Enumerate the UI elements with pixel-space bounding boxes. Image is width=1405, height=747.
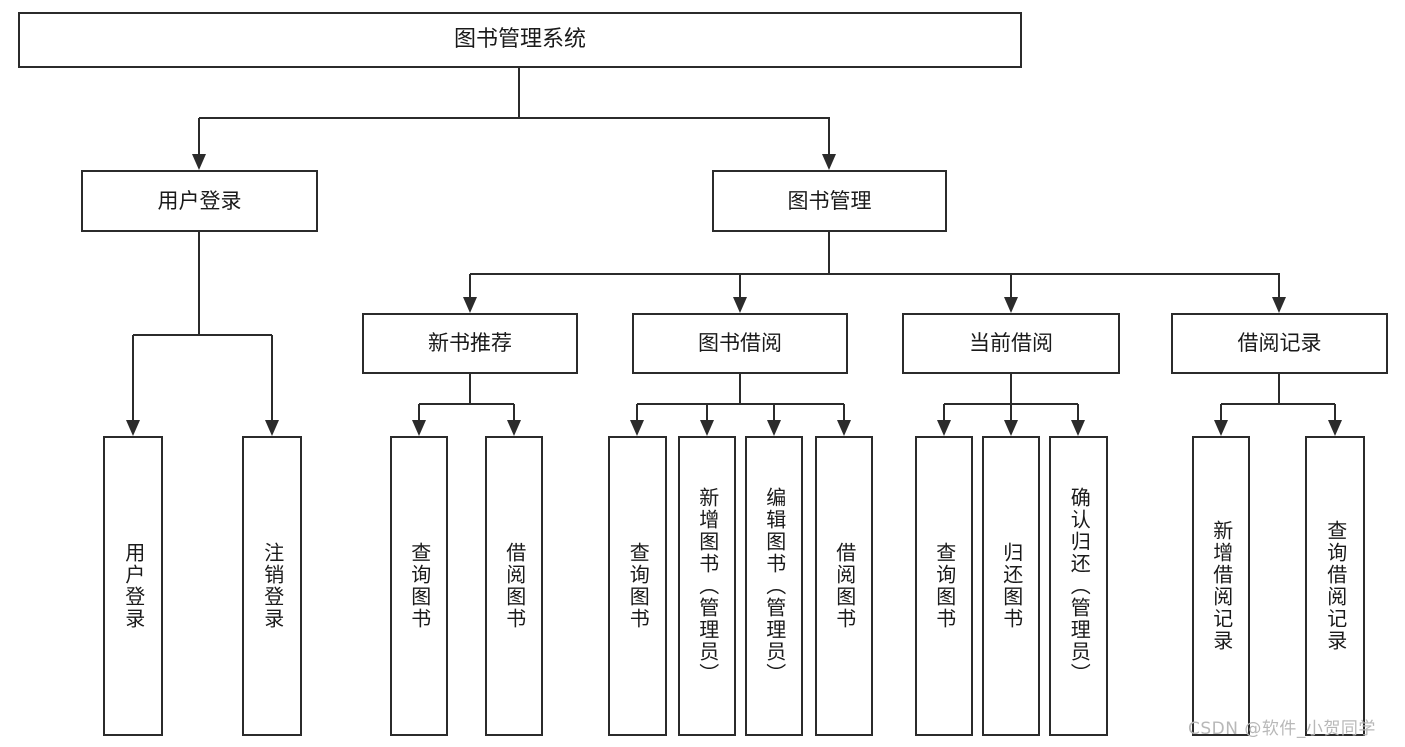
arrowhead-icon: [507, 420, 521, 436]
arrowhead-icon: [192, 154, 206, 170]
node-leaf-0[interactable]: 用户登录: [103, 436, 163, 736]
group-drop-5: [842, 404, 846, 420]
node-label: 编辑图书（管理员）: [762, 487, 787, 685]
node-label: 新增借阅记录: [1209, 520, 1234, 652]
node-leaf-2[interactable]: 查询图书: [390, 436, 448, 736]
node-label: 用户登录: [121, 542, 146, 630]
node-leaf-4[interactable]: 查询图书: [608, 436, 667, 736]
root-stem: [517, 68, 521, 118]
node-label: 查询图书: [932, 542, 957, 630]
node-label: 当前借阅: [969, 331, 1053, 356]
node-label: 借阅记录: [1237, 331, 1322, 356]
node-label: 确认归还（管理员）: [1067, 487, 1092, 685]
group-bus-0: [419, 402, 514, 406]
group-drop-3: [705, 404, 709, 420]
group-drop-9: [1219, 404, 1223, 420]
manage-stem: [827, 232, 831, 274]
node-label: 查询图书: [407, 542, 432, 630]
node-leaf-11[interactable]: 新增借阅记录: [1192, 436, 1250, 736]
group-stem-0: [468, 374, 472, 404]
node-label: 图书管理系统: [453, 27, 586, 53]
node-label: 借阅图书: [832, 542, 857, 630]
node-label: 归还图书: [999, 542, 1024, 630]
arrowhead-icon: [1004, 297, 1018, 313]
node-leaf-6[interactable]: 编辑图书（管理员）: [745, 436, 803, 736]
node-leaf-10[interactable]: 确认归还（管理员）: [1049, 436, 1108, 736]
arrowhead-icon: [1272, 297, 1286, 313]
arrowhead-icon: [265, 420, 279, 436]
node-level3-2[interactable]: 当前借阅: [902, 313, 1120, 374]
arrowhead-icon: [1214, 420, 1228, 436]
node-label: 用户登录: [157, 188, 242, 213]
login-bus: [133, 333, 272, 337]
login-drop-1: [270, 335, 274, 420]
group-stem-2: [1009, 374, 1013, 404]
node-level3-1[interactable]: 图书借阅: [632, 313, 848, 374]
node-label: 新书推荐: [428, 331, 512, 356]
group-drop-0: [417, 404, 421, 420]
group-drop-1: [512, 404, 516, 420]
node-leaf-9[interactable]: 归还图书: [982, 436, 1040, 736]
arrowhead-icon: [630, 420, 644, 436]
node-label: 借阅图书: [502, 542, 527, 630]
group-drop-4: [772, 404, 776, 420]
node-leaf-7[interactable]: 借阅图书: [815, 436, 873, 736]
arrowhead-icon: [463, 297, 477, 313]
node-leaf-3[interactable]: 借阅图书: [485, 436, 543, 736]
arrowhead-icon: [412, 420, 426, 436]
group-bus-3: [1221, 402, 1335, 406]
group-drop-8: [1076, 404, 1080, 420]
group-drop-7: [1009, 404, 1013, 420]
login-drop-0: [131, 335, 135, 420]
group-bus-1: [637, 402, 844, 406]
manage-drop-1: [738, 274, 742, 297]
root-drop-0: [197, 118, 201, 154]
arrowhead-icon: [822, 154, 836, 170]
arrowhead-icon: [126, 420, 140, 436]
node-label: 图书借阅: [698, 331, 782, 356]
node-leaf-5[interactable]: 新增图书（管理员）: [678, 436, 736, 736]
node-label: 查询图书: [626, 542, 651, 630]
node-leaf-1[interactable]: 注销登录: [242, 436, 302, 736]
node-root-system[interactable]: 图书管理系统: [18, 12, 1022, 68]
node-leaf-12[interactable]: 查询借阅记录: [1305, 436, 1365, 736]
node-level2-0[interactable]: 用户登录: [81, 170, 318, 232]
group-drop-2: [635, 404, 639, 420]
group-stem-3: [1277, 374, 1281, 404]
manage-bus: [470, 272, 1280, 276]
arrowhead-icon: [937, 420, 951, 436]
arrowhead-icon: [700, 420, 714, 436]
manage-drop-2: [1009, 274, 1013, 297]
node-level2-1[interactable]: 图书管理: [712, 170, 947, 232]
arrowhead-icon: [1328, 420, 1342, 436]
node-label: 图书管理: [787, 188, 872, 213]
arrowhead-icon: [837, 420, 851, 436]
node-level3-0[interactable]: 新书推荐: [362, 313, 578, 374]
node-level3-3[interactable]: 借阅记录: [1171, 313, 1388, 374]
group-stem-1: [738, 374, 742, 404]
node-label: 新增图书（管理员）: [695, 487, 720, 685]
arrowhead-icon: [733, 297, 747, 313]
arrowhead-icon: [767, 420, 781, 436]
group-drop-10: [1333, 404, 1337, 420]
manage-drop-3: [1277, 274, 1281, 297]
root-drop-1: [827, 118, 831, 154]
login-stem: [197, 232, 201, 335]
root-bus: [199, 116, 830, 120]
group-drop-6: [942, 404, 946, 420]
node-label: 注销登录: [260, 542, 285, 630]
arrowhead-icon: [1004, 420, 1018, 436]
arrowhead-icon: [1071, 420, 1085, 436]
node-label: 查询借阅记录: [1323, 520, 1348, 652]
manage-drop-0: [468, 274, 472, 297]
node-leaf-8[interactable]: 查询图书: [915, 436, 973, 736]
